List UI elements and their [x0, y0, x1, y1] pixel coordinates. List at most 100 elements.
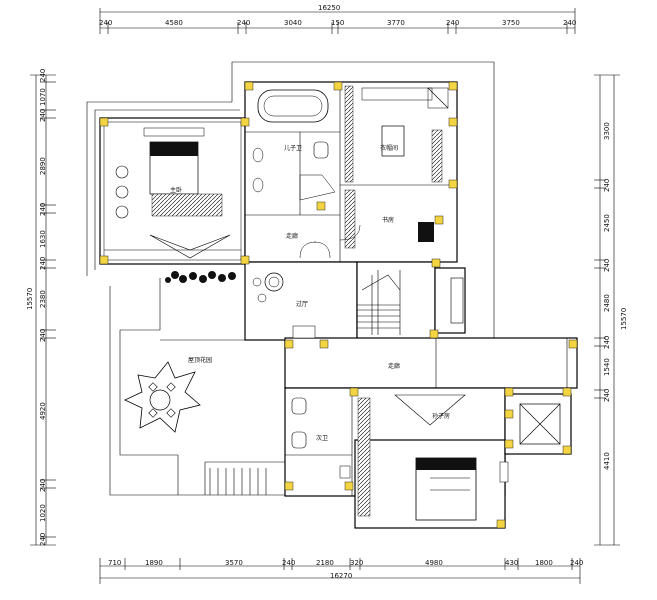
child-bath-fixtures [252, 89, 336, 201]
left-seg-4: 2890 [39, 157, 47, 175]
second-bath-fixtures [291, 397, 351, 479]
roof-garden-label: 屋顶花园 [188, 356, 212, 364]
upper-corridor-fixtures [299, 241, 331, 259]
top-seg-2: 4580 [165, 19, 183, 27]
lower-corridor-label: 走廊 [388, 362, 400, 370]
bottom-seg-5: 2180 [316, 559, 334, 567]
left-seg-10: 4920 [39, 402, 47, 420]
roof-garden-fixtures [124, 361, 285, 495]
upper-stair [357, 270, 401, 335]
bottom-dimension-chain: 710 1890 3570 240 2180 320 4980 430 1800… [99, 558, 583, 584]
left-dimension-chain: 15570 240 1070 240 2890 240 1630 240 238… [26, 69, 56, 546]
bottom-seg-7: 4980 [425, 559, 443, 567]
left-seg-12: 1020 [39, 504, 47, 522]
round-chair [264, 272, 284, 292]
top-seg-1: 240 [99, 19, 112, 27]
column [349, 387, 359, 397]
column [244, 81, 254, 91]
upper-stair-walls [356, 261, 436, 341]
armchair [115, 165, 129, 179]
study-label: 书房 [382, 216, 394, 224]
bed-rug [151, 193, 223, 217]
toilet [313, 141, 329, 159]
top-seg-6: 3770 [387, 19, 405, 27]
right-seg-7: 1540 [603, 358, 611, 376]
study-chair [418, 222, 434, 242]
toilet [291, 431, 307, 449]
passage-hall-label: 过厅 [296, 300, 308, 308]
column [504, 439, 514, 449]
top-seg-8: 3750 [502, 19, 520, 27]
right-seg-5: 2480 [603, 294, 611, 312]
island-cabinet [381, 125, 405, 157]
column [316, 201, 326, 211]
bottom-total-label: 16270 [330, 572, 352, 580]
left-seg-9: 240 [39, 329, 47, 342]
column [319, 339, 329, 349]
top-seg-5: 150 [331, 19, 344, 27]
column [240, 117, 250, 127]
right-seg-2: 240 [603, 179, 611, 192]
column [284, 339, 294, 349]
column [284, 481, 294, 491]
left-seg-7: 240 [39, 257, 47, 270]
left-seg-13: 240 [39, 533, 47, 546]
bottom-seg-9: 1800 [535, 559, 553, 567]
armchair [115, 205, 129, 219]
grandson-room-label: 孙子房 [432, 412, 450, 420]
top-seg-4: 3040 [284, 19, 302, 27]
armchair [115, 185, 129, 199]
top-seg-3: 240 [237, 19, 250, 27]
bottom-seg-8: 430 [505, 559, 518, 567]
right-seg-8: 240 [603, 389, 611, 402]
right-total-label: 15570 [620, 308, 628, 330]
column [333, 81, 343, 91]
roof-garden-outline [119, 278, 178, 456]
column [448, 117, 458, 127]
top-total-label: 16250 [318, 4, 340, 12]
master-bedroom-furniture [104, 127, 241, 283]
right-seg-6: 240 [603, 336, 611, 349]
column [431, 258, 441, 268]
right-dimension-chain: 3300 240 2450 240 2480 240 1540 240 4410… [594, 74, 628, 546]
second-bath-label: 次卫 [316, 434, 328, 442]
lower-corridor-walls [284, 337, 578, 389]
left-seg-8: 2380 [39, 290, 47, 308]
round-table [149, 389, 171, 411]
column [99, 117, 109, 127]
bathtub [257, 89, 329, 123]
bottom-seg-2: 1890 [145, 559, 163, 567]
column [562, 387, 572, 397]
elevator-walls [504, 393, 572, 455]
left-seg-3: 240 [39, 109, 47, 122]
column [344, 481, 354, 491]
right-seg-3: 2450 [603, 214, 611, 232]
column [504, 409, 514, 419]
washbasin [252, 147, 264, 163]
left-seg-5: 240 [39, 203, 47, 216]
master-bedroom-label: 主卧 [170, 186, 182, 194]
right-seg-1: 3300 [603, 122, 611, 140]
bottom-seg-3: 3570 [225, 559, 243, 567]
left-seg-6: 1630 [39, 230, 47, 248]
left-total-label: 15570 [26, 288, 34, 310]
bottom-seg-6: 320 [350, 559, 363, 567]
bottom-seg-1: 710 [108, 559, 121, 567]
bottom-seg-4: 240 [282, 559, 295, 567]
top-dimension-chain: 16250 240 4580 240 3040 150 3770 240 375… [99, 4, 576, 34]
top-seg-7: 240 [446, 19, 459, 27]
column [429, 329, 439, 339]
structural-columns [99, 81, 578, 529]
column [99, 255, 109, 265]
grandson-room-fixtures [357, 394, 509, 521]
column [240, 255, 250, 265]
column [504, 387, 514, 397]
cloakroom-label: 衣帽间 [380, 144, 398, 152]
upper-corridor-label: 走廊 [286, 232, 298, 240]
study-fixtures [339, 189, 434, 249]
top-seg-9: 240 [563, 19, 576, 27]
bottom-seg-10: 240 [570, 559, 583, 567]
column [448, 81, 458, 91]
column [496, 519, 506, 529]
